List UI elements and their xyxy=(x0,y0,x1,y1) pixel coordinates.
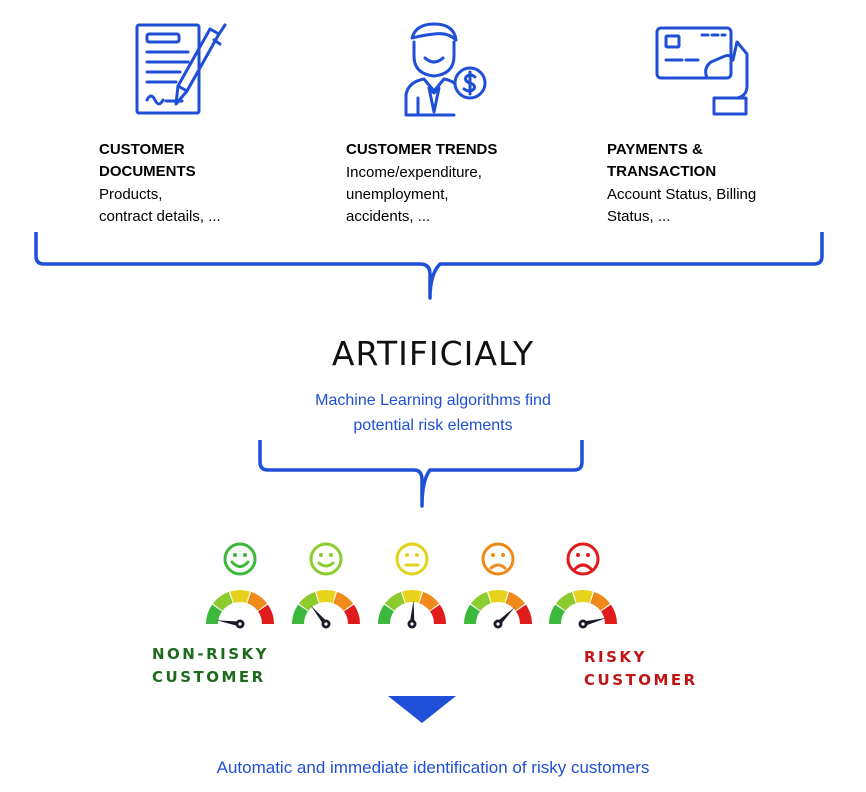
very-happy-face-icon xyxy=(223,542,257,576)
middle-brace xyxy=(258,440,584,508)
hand-credit-card-icon xyxy=(655,26,749,116)
very-sad-face-icon xyxy=(566,542,600,576)
gauge-needle xyxy=(216,620,241,627)
happy-face-icon xyxy=(309,542,343,576)
top-brace xyxy=(34,232,824,300)
risk-level-happy xyxy=(292,542,360,629)
gauge-icon xyxy=(549,590,617,629)
column-trends-title: CUSTOMER TRENDS xyxy=(346,141,498,158)
gauge-icon xyxy=(378,590,446,629)
down-arrow-icon xyxy=(388,696,456,723)
risk-scale xyxy=(206,542,617,629)
gauge-icon xyxy=(292,590,360,629)
risk-level-very-happy xyxy=(206,542,274,629)
risk-level-neutral xyxy=(378,542,446,629)
main-title: ARTIFICIALY xyxy=(331,334,535,373)
sad-face-icon xyxy=(481,542,515,576)
risk-level-very-sad xyxy=(549,542,617,629)
gauge-needle xyxy=(409,600,415,625)
gauge-needle xyxy=(582,618,607,627)
gauge-icon xyxy=(206,590,274,629)
column-documents-title: CUSTOMER DOCUMENTS xyxy=(99,141,196,180)
column-payments-desc: Account Status, Billing Status, ... xyxy=(607,186,757,225)
column-payments-title: PAYMENTS & TRANSACTION xyxy=(607,141,717,180)
footer-text: Automatic and immediate identification o… xyxy=(216,758,650,777)
contract-document-pen-icon xyxy=(135,23,227,115)
column-documents-desc: Products, contract details, ... xyxy=(99,186,221,225)
subtitle: Machine Learning algorithms find potenti… xyxy=(315,392,551,434)
neutral-face-icon xyxy=(395,542,429,576)
risk-level-sad xyxy=(464,542,532,629)
gauge-icon xyxy=(464,590,532,629)
non-risky-label: NON-RISKY CUSTOMER xyxy=(152,645,270,686)
risky-label: RISKY CUSTOMER xyxy=(584,648,698,689)
column-trends-desc: Income/expenditure, unemployment, accide… xyxy=(346,164,482,225)
businessman-dollar-icon xyxy=(404,22,487,117)
